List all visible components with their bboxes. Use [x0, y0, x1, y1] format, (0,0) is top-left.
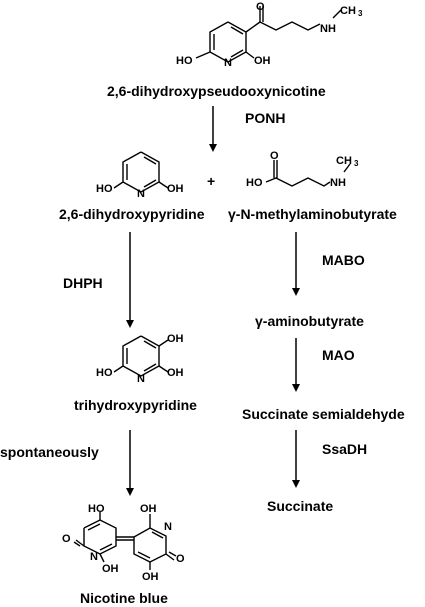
right-top-hydroxyl-label: OH — [140, 503, 157, 515]
left-nitrogen-label: N — [90, 551, 98, 563]
hydroxyl-label: HO — [246, 177, 263, 189]
compound-label-succinate-semialdehyde: Succinate semialdehyde — [242, 406, 405, 422]
left-carbonyl-oxygen-label: O — [62, 533, 71, 545]
top-hydroxyl-label: OH — [167, 333, 184, 345]
ring-nitrogen-label: N — [137, 188, 145, 200]
dihydroxypyridine-structure: N HO OH — [96, 151, 184, 200]
compound-label-aminobutyrate: γ-aminobutyrate — [255, 313, 364, 329]
amine-label: NH — [320, 23, 336, 35]
methyl-subscript: 3 — [358, 9, 363, 18]
arrow-spontaneous — [126, 430, 134, 496]
amine-label: NH — [330, 177, 346, 189]
arrow-mao — [292, 338, 300, 392]
arrow-ponh — [209, 106, 217, 152]
compound-label-dihydroxypyridine: 2,6-dihydroxypyridine — [59, 206, 205, 222]
left-bottom-hydroxyl-label: OH — [102, 563, 119, 575]
ring-nitrogen-label: N — [224, 57, 232, 69]
trihydroxypyridine-structure: N HO OH OH — [96, 333, 184, 385]
left-hydroxyl-label: HO — [176, 55, 193, 67]
arrow-dhph — [126, 232, 134, 328]
methylaminobutyrate-structure: O HO NH CH 3 — [246, 150, 359, 189]
right-hydroxyl-label: OH — [254, 55, 271, 67]
methyl-label: CH — [336, 155, 352, 167]
right-bottom-hydroxyl-label: OH — [142, 571, 159, 583]
carbonyl-oxygen-label: O — [270, 150, 279, 162]
right-carbonyl-oxygen-label: O — [176, 553, 185, 565]
enzyme-label-mabo: MABO — [322, 252, 365, 268]
carbonyl-oxygen-label: O — [256, 1, 265, 13]
enzyme-label-ssadh: SsaDH — [322, 441, 368, 457]
compound-label-dihydroxypseudooxynicotine: 2,6-dihydroxypseudooxynicotine — [107, 83, 326, 99]
right-hydroxyl-label: OH — [167, 367, 184, 379]
plus-sign: + — [207, 173, 216, 189]
methyl-subscript: 3 — [354, 159, 359, 168]
dihydroxypseudooxynicotine-structure: O N HO OH NH CH 3 — [176, 1, 363, 69]
nicotine-blue-structure: HO O N OH OH N O OH — [62, 503, 185, 583]
left-top-hydroxyl-label: HO — [88, 503, 105, 515]
enzyme-label-mao: MAO — [322, 347, 355, 363]
arrow-mabo — [292, 232, 300, 296]
left-hydroxyl-label: HO — [96, 183, 113, 195]
compound-label-nicotine-blue: Nicotine blue — [80, 590, 168, 606]
compound-label-methylaminobutyrate: γ-N-methylaminobutyrate — [228, 206, 397, 222]
compound-label-trihydroxypyridine: trihydroxypyridine — [74, 397, 197, 413]
left-hydroxyl-label: HO — [96, 367, 113, 379]
enzyme-label-dhph: DHPH — [63, 275, 103, 291]
enzyme-label-ponh: PONH — [245, 110, 286, 126]
enzyme-label-spontaneously: spontaneously — [0, 444, 99, 460]
methyl-label: CH — [340, 5, 356, 17]
ring-nitrogen-label: N — [137, 373, 145, 385]
compound-label-succinate: Succinate — [267, 498, 334, 514]
right-hydroxyl-label: OH — [167, 183, 184, 195]
arrow-ssadh — [292, 430, 300, 488]
right-nitrogen-label: N — [164, 521, 172, 533]
